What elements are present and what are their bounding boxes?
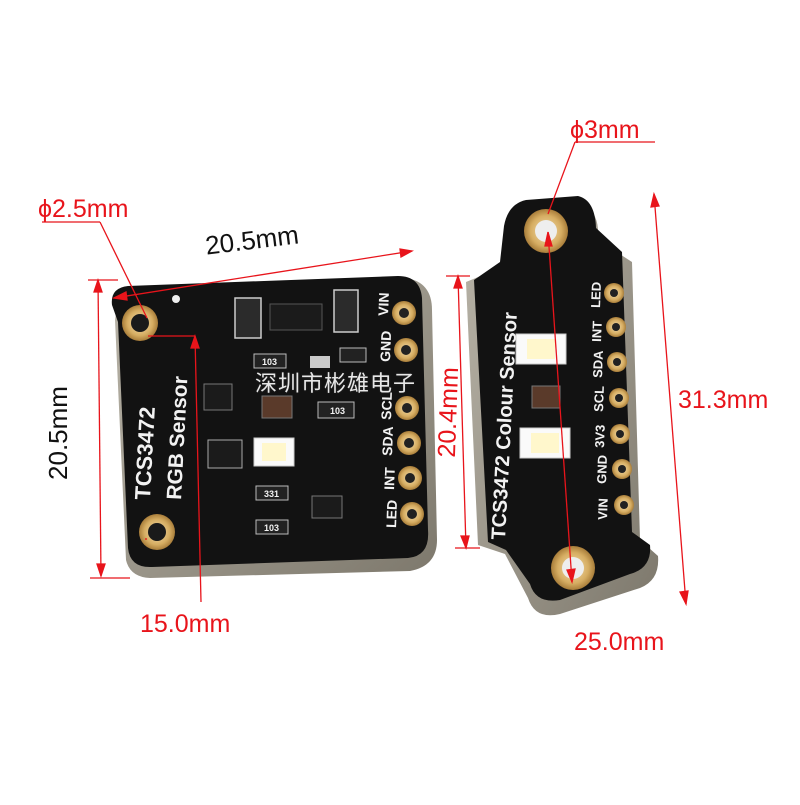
svg-text:INT: INT [381,467,398,491]
left-resistor-codes: 103 103 103 331 [262,357,345,533]
right-pin-pads [604,283,634,515]
svg-text:SDA: SDA [379,426,396,456]
svg-text:LED: LED [383,500,400,529]
svg-text:LED: LED [588,282,604,309]
svg-text:VIN: VIN [375,292,392,316]
right-board [466,196,659,616]
left-pin-labels: VIN GND SCL SDA INT LED [375,292,400,528]
left-led [253,437,295,467]
svg-text:INT: INT [589,321,605,343]
svg-text:GND: GND [594,455,610,484]
svg-text:SCL: SCL [591,386,607,413]
left-hole-diameter-label: ϕ2.5mm [38,195,129,223]
left-hole-spacing-label: 15.0mm [140,610,231,638]
watermark: 深圳市彬雄电子 [255,372,417,397]
svg-text:VIN: VIN [595,498,611,520]
dimension-lines [42,141,689,607]
left-height-label: 20.5mm [43,386,73,480]
right-height-label: 31.3mm [678,386,769,414]
right-width-label: 20.4mm [432,366,465,458]
svg-text:103: 103 [330,406,345,416]
svg-text:SDA: SDA [590,350,606,379]
right-hole-spacing-label: 25.0mm [574,628,665,656]
right-pin-labels: LED INT SDA SCL 3V3 GND VIN [588,282,611,521]
svg-text:SCL: SCL [378,391,395,420]
svg-text:103: 103 [262,357,277,367]
svg-text:3V3: 3V3 [592,424,608,448]
left-title: TCS3472 [130,406,160,500]
svg-text:331: 331 [264,489,279,499]
right-hole-diameter-label: ϕ3mm [570,116,640,144]
left-pin-pads [392,301,424,526]
svg-text:103: 103 [264,523,279,533]
svg-text:GND: GND [377,330,394,362]
